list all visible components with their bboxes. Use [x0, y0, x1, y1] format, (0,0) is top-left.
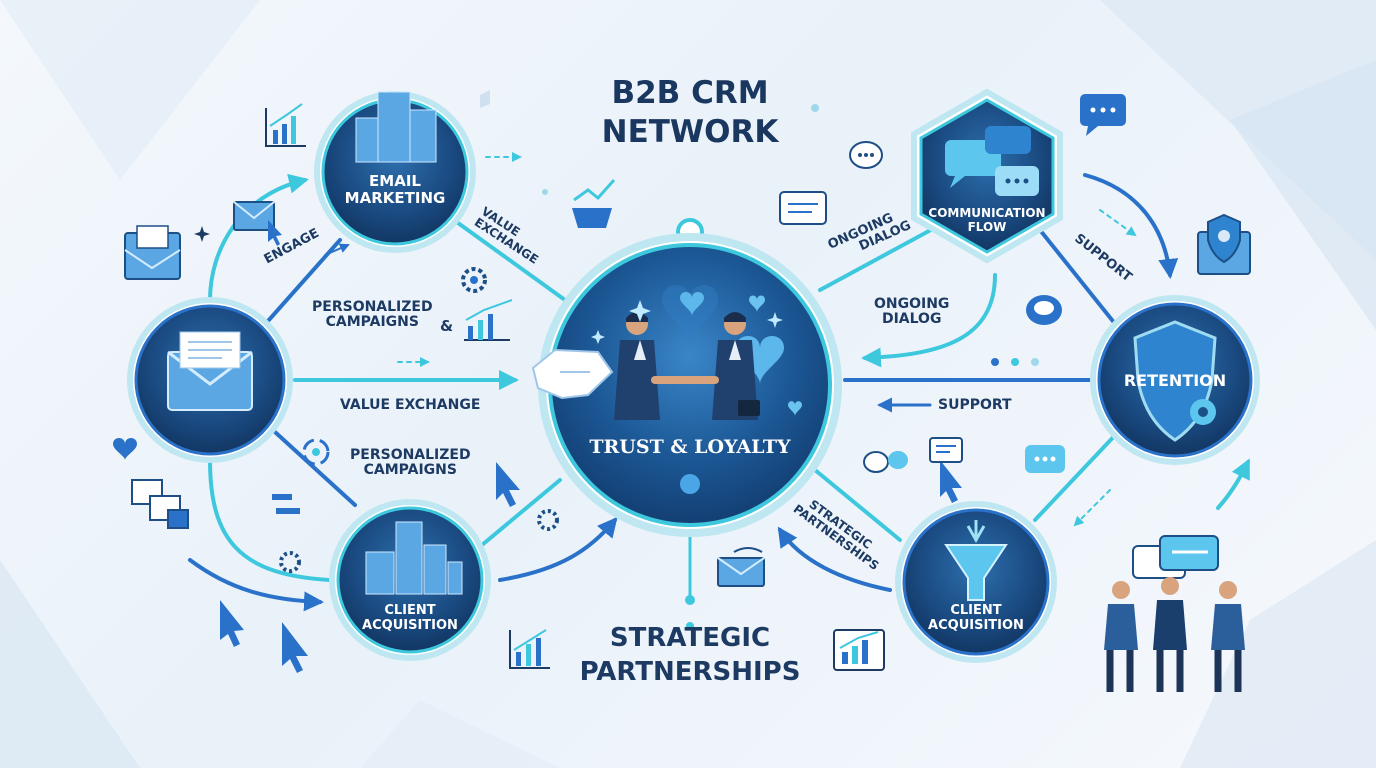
- client-acquisition-right-label: CLIENT ACQUISITION: [921, 603, 1031, 634]
- client-acquisition-left-line-1: CLIENT: [384, 603, 436, 618]
- client-acquisition-right-line-1: CLIENT: [950, 603, 1002, 618]
- client-acquisition-right-line-2: ACQUISITION: [928, 617, 1024, 633]
- people-meeting-icon: [1104, 535, 1245, 692]
- sparkle-icon: [194, 226, 210, 242]
- building-icon: [365, 521, 463, 595]
- funnel-icon: [944, 520, 1008, 601]
- gear-icon: [1190, 399, 1216, 425]
- envelope-icon: [124, 225, 181, 280]
- envelope-icon: [167, 331, 253, 411]
- growth-chart-icon: [833, 629, 885, 671]
- personalized-campaigns-bottom-line-2: CAMPAIGNS: [363, 462, 457, 479]
- envelope-icon: [717, 547, 765, 587]
- ongoing-dialog-line-2: DIALOG: [881, 311, 942, 328]
- ongoing-dialog-label: ONGOING DIALOG: [874, 296, 950, 328]
- envelope-icon: [233, 201, 275, 231]
- email-marketing-line-2: MARKETING: [344, 189, 446, 208]
- client-acquisition-left-line-2: ACQUISITION: [362, 617, 458, 633]
- center-node-trust-loyalty: [531, 233, 842, 537]
- sparkle-icon: [591, 300, 783, 344]
- communication-flow-line-1: COMMUNICATION: [928, 206, 1046, 220]
- user-badge-icon: [1197, 213, 1251, 275]
- personalized-campaigns-top-line-1: PERSONALIZED: [312, 299, 433, 315]
- personalized-campaigns-bottom-line-1: PERSONALIZED: [350, 447, 471, 463]
- flow-arrows-icon: [272, 494, 300, 514]
- personalized-campaigns-bottom-label: PERSONALIZED CAMPAIGNS: [350, 447, 471, 479]
- communication-flow-node: [911, 88, 1063, 264]
- support-label: SUPPORT: [938, 397, 1012, 413]
- value-exchange-label: VALUE EXCHANGE: [340, 397, 481, 413]
- gear-icon: [279, 267, 559, 573]
- client-acquisition-left-node: [329, 499, 491, 661]
- growth-chart-icon: [464, 299, 513, 341]
- retention-label: RETENTION: [1123, 371, 1227, 390]
- strategic-partnerships-caption: STRATEGIC PARTNERSHIPS: [560, 622, 820, 690]
- connector-lines: [188, 152, 1250, 612]
- basket-chart-icon: [572, 179, 616, 228]
- refresh-icon: [302, 438, 330, 466]
- diagram-title: B2B CRM NETWORK: [570, 74, 810, 152]
- title-line-2: NETWORK: [601, 113, 779, 150]
- chat-bubble-icon: [945, 126, 1039, 196]
- email-marketing-label: EMAIL MARKETING: [340, 172, 450, 208]
- heart-icon: [113, 438, 137, 460]
- client-acquisition-left-label: CLIENT ACQUISITION: [355, 603, 465, 634]
- strategic-caption-line-1: STRATEGIC: [609, 623, 771, 653]
- communication-flow-line-2: FLOW: [967, 219, 1007, 234]
- email-marketing-line-1: EMAIL: [369, 172, 421, 190]
- growth-chart-icon: [265, 103, 306, 147]
- documents-icon: [131, 479, 189, 529]
- ampersand-label: &: [440, 317, 454, 335]
- retention-node: [1090, 295, 1260, 465]
- email-marketing-node: [314, 91, 476, 253]
- client-acquisition-right-node: [895, 501, 1057, 663]
- building-icon: [355, 91, 437, 163]
- handshake-icon: [531, 348, 614, 400]
- ongoing-dialog-line-1: ONGOING: [874, 296, 950, 312]
- title-line-1: B2B CRM: [611, 75, 769, 111]
- cursor-icon: [220, 220, 962, 673]
- chat-bubble-icon: [779, 94, 1126, 473]
- people-handshake-icon: [614, 312, 760, 420]
- envelope-node: [127, 297, 293, 463]
- growth-chart-icon: [509, 629, 550, 669]
- center-label: TRUST & LOYALTY: [589, 436, 791, 458]
- personalized-campaigns-top-label: PERSONALIZED CAMPAIGNS: [312, 299, 433, 331]
- communication-flow-label: COMMUNICATION FLOW: [920, 206, 1054, 235]
- personalized-campaigns-top-line-2: CAMPAIGNS: [325, 314, 419, 331]
- strategic-caption-line-2: PARTNERSHIPS: [579, 656, 801, 687]
